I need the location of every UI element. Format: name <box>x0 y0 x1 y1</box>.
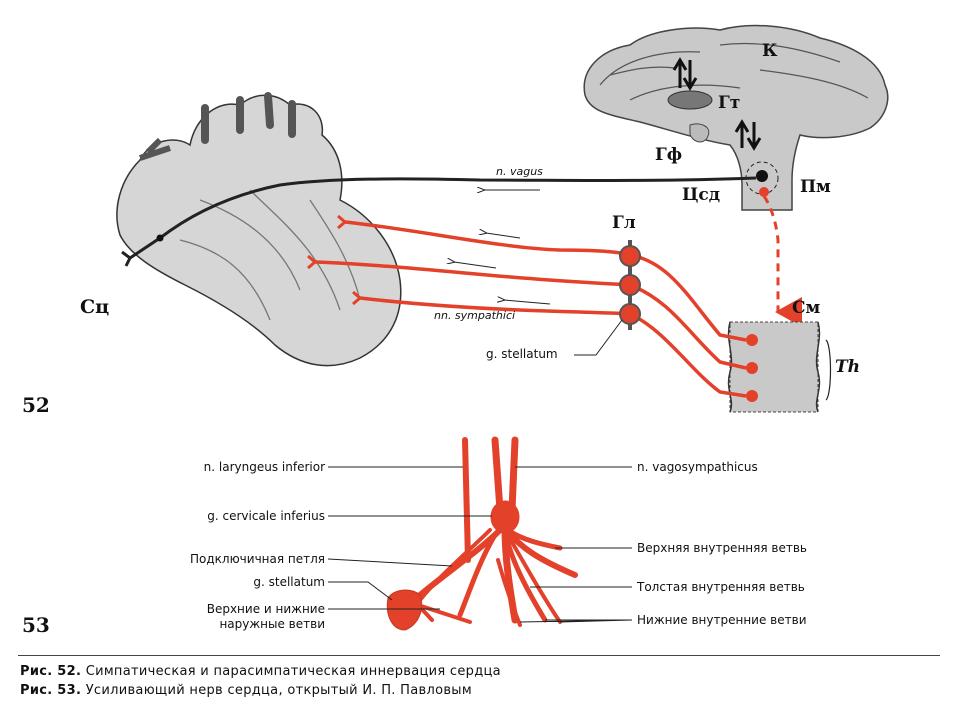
pituitary-shape <box>689 123 710 143</box>
label-thick-inner-branch: Толстая внутренняя ветвь <box>636 580 805 594</box>
label-vagus: n. vagus <box>496 165 543 178</box>
down-arrow-icon <box>746 122 762 151</box>
sympathetic-ganglia <box>619 240 641 330</box>
figure-number-53: 53 <box>22 613 50 637</box>
vagus-nerve <box>129 176 757 260</box>
hypothalamus-shape <box>667 90 713 110</box>
label-cervicale: g. cervicale inferius <box>207 509 325 523</box>
label-laryngeus: n. laryngeus inferior <box>204 460 325 474</box>
label-vagosympathicus: n. vagosympathicus <box>637 460 758 474</box>
heart <box>116 92 402 367</box>
spinal-cord <box>727 321 821 413</box>
preganglionic-neuron <box>746 334 758 346</box>
up-arrow-icon <box>672 57 688 88</box>
caption-divider <box>18 655 940 656</box>
label-thoracic: Th <box>835 357 860 377</box>
caption-number: Рис. 52. <box>20 664 82 679</box>
sympathetic-nerves <box>314 220 747 398</box>
label-subclavian-loop: Подключичная петля <box>190 552 325 566</box>
caption-number: Рис. 53. <box>20 683 82 698</box>
down-arrow-icon <box>682 60 698 91</box>
up-arrow-icon <box>734 119 750 148</box>
caption-text: Усиливающий нерв сердца, открытый И. П. … <box>85 683 472 698</box>
caption-fig53: Рис. 53. Усиливающий нерв сердца, открыт… <box>20 683 472 698</box>
figure-number-52: 52 <box>22 393 50 417</box>
label-cortex: К <box>762 41 778 61</box>
label-sympathetic: nn. sympathici <box>434 309 515 322</box>
descending-pathway <box>762 195 802 327</box>
stellate-ganglion-shape <box>386 589 423 631</box>
preganglionic-neuron <box>746 362 758 374</box>
label-outer-branches-1: Верхние и нижние <box>207 602 325 616</box>
label-hypothalamus: Гт <box>718 93 740 113</box>
label-upper-inner-branch: Верхняя внутренняя ветвь <box>637 541 807 555</box>
brain-outline <box>583 24 889 211</box>
caption-text: Симпатическая и парасимпатическая иннерв… <box>85 664 501 679</box>
label-cardiac-center: Цсд <box>682 185 720 205</box>
label-pituitary: Гф <box>655 145 682 165</box>
label-ganglia: Гл <box>612 213 636 233</box>
vagus-nucleus <box>756 170 768 182</box>
label-stellate: g. stellatum <box>486 347 558 361</box>
label-stellatum-53: g. stellatum <box>253 575 325 589</box>
sympathetic-center <box>759 187 769 197</box>
label-spinal-cord: См <box>792 298 821 318</box>
nerve-anatomy <box>398 436 578 627</box>
caption-fig52: Рис. 52. Симпатическая и парасимпатическ… <box>20 664 501 679</box>
label-outer-branches-2: наружные ветви <box>219 617 325 631</box>
label-medulla: Пм <box>800 177 831 197</box>
preganglionic-neuron <box>746 390 758 402</box>
label-heart: Сц <box>80 296 109 318</box>
brain <box>583 24 889 211</box>
label-lower-inner-branches: Нижние внутренние ветви <box>637 613 807 627</box>
